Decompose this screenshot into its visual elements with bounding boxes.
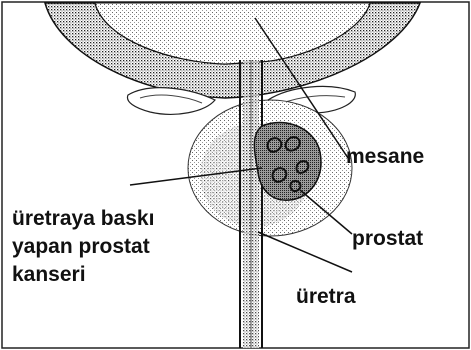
tumor [254,122,321,200]
label-cancer-line-1: üretraya baskı [12,205,154,233]
label-uretra: üretra [296,283,356,311]
label-prostat: prostat [352,225,423,253]
leader-uretra [258,232,352,272]
label-prostate-cancer: üretraya baskı yapan prostat kanseri [12,205,154,289]
label-cancer-line-3: kanseri [12,261,154,289]
label-mesane: mesane [346,143,424,171]
label-cancer-line-2: yapan prostat [12,233,154,261]
